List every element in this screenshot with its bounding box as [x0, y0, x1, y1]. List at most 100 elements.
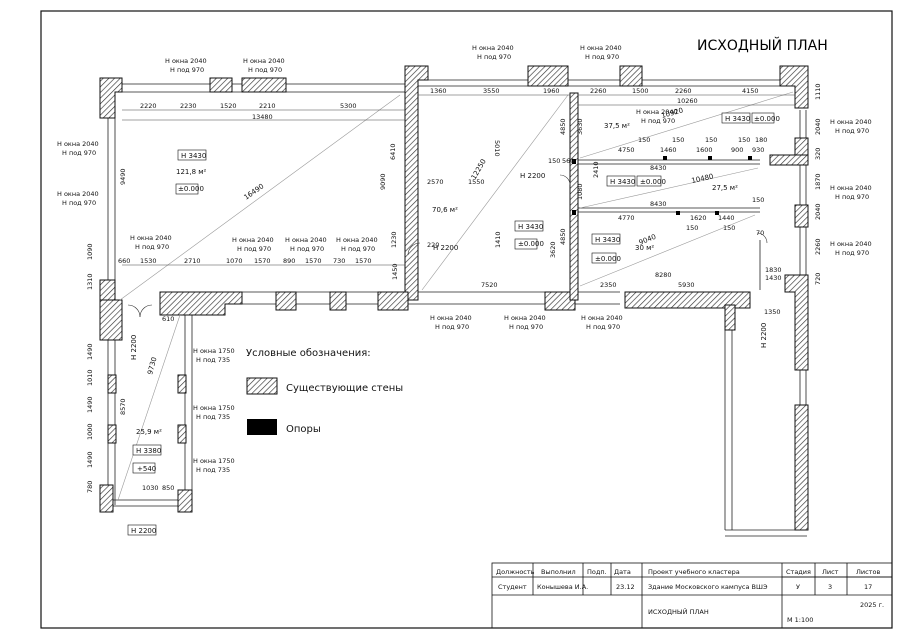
existing-walls — [99, 65, 809, 531]
label-dims-d_misc-r: 7520 — [481, 281, 498, 289]
label-dims-d_misc-aq: 1430 — [765, 274, 782, 282]
label-dims-right_top-3: 4150 — [742, 87, 759, 95]
label-windows-s1: Н под 970 — [341, 245, 375, 253]
label-dims-mid_top-2: 1960 — [543, 87, 560, 95]
label-dims-d_misc-at: 150 — [752, 196, 764, 204]
label-dims-d_misc-u: 9090 — [379, 173, 387, 190]
label-dims-d_misc-ab: 4850 — [559, 118, 567, 135]
label-windows-h1: Н окна 2040 — [636, 108, 678, 116]
label-dims-d_misc-e: 1460 — [660, 146, 677, 154]
label-dims-d_misc-a: 2570 — [427, 178, 444, 186]
label-dims-d_misc-n: 150 — [686, 224, 698, 232]
label-dims-d_misc-x: 220 — [427, 241, 439, 249]
label-stamp-h_sign: Подп. — [587, 568, 607, 576]
label-dims-d_misc-bd: 720 — [814, 273, 822, 285]
label-dims-d_misc-au: 180 — [755, 136, 767, 144]
label-dims-bottom1-7: 730 — [333, 257, 345, 265]
room-big-height: Н 3430 — [181, 152, 206, 160]
supports — [572, 156, 752, 215]
label-dims-d_misc-y: 1410 — [494, 231, 502, 248]
label-windows-s2: Н под 735 — [196, 356, 230, 364]
label-dims-mid_top-1: 3550 — [483, 87, 500, 95]
label-stamp-h_exec: Выполнил — [541, 568, 576, 576]
label-dims-right_top-0: 2260 — [590, 87, 607, 95]
label-stamp-exec: Конышева И.А. — [537, 583, 588, 591]
room-mid-door2: Н 2200 — [433, 244, 458, 252]
room-corr-diag: 10480 — [691, 172, 714, 184]
label-dims-d_misc-k: 4770 — [618, 214, 635, 222]
label-windows-h1: Н окна 2040 — [472, 44, 514, 52]
label-dims-d_misc-c: 4750 — [618, 146, 635, 154]
label-dims-d_misc-n: 150 — [723, 224, 735, 232]
room-top-area: 37,5 м² — [604, 122, 630, 130]
label-dims-d_misc-m: 1440 — [718, 214, 735, 222]
label-dims-bottom1-0: 660 — [118, 257, 130, 265]
label-stamp-sheets: 17 — [864, 583, 872, 591]
label-dims-d_misc-av: 70 — [756, 229, 764, 237]
label-windows-s2: Н под 735 — [196, 413, 230, 421]
label-windows-h1: Н окна 2040 — [580, 44, 622, 52]
room-right-door: Н 2200 — [760, 323, 768, 348]
label-dims-right_top-2: 2260 — [675, 87, 692, 95]
label-windows-s1: Н под 970 — [641, 117, 675, 125]
room-left-area: 25,9 м² — [136, 428, 162, 436]
label-dims-d_misc-bf: 610 — [162, 315, 174, 323]
label-dims-d_misc-ai: 1010 — [86, 369, 94, 386]
label-dims-d_misc-b: 1550 — [468, 178, 485, 186]
label-dims-d_misc-be: 150 — [672, 136, 684, 144]
room-mid-area: 70,6 м² — [432, 206, 458, 214]
label-dims-d_misc-p: 2350 — [600, 281, 617, 289]
legend-supports-label: Опоры — [286, 424, 321, 435]
label-dims-top_total: 13480 — [252, 113, 273, 121]
label-windows-h1: Н окна 2040 — [336, 236, 378, 244]
label-dims-d_misc-ba: 1090 — [86, 243, 94, 260]
legend-supports-swatch — [247, 419, 277, 435]
label-stamp-date: 23.12 — [616, 583, 635, 591]
label-stamp-project: Проект учебного кластера — [648, 568, 740, 576]
label-dims-d_misc-ar: 1350 — [764, 308, 781, 316]
room-lower-height: Н 3430 — [595, 236, 620, 244]
dimension-lines — [122, 94, 795, 266]
label-dims-d_misc-l: 1620 — [690, 214, 707, 222]
title-block — [491, 562, 893, 629]
room-left-height: Н 3380 — [136, 447, 161, 455]
label-stamp-sheet_no: 3 — [828, 583, 832, 591]
room-mid-height: Н 3430 — [518, 223, 543, 231]
label-windows-h1: Н окна 2040 — [830, 240, 872, 248]
label-dims-bottom1-3: 1070 — [226, 257, 243, 265]
label-windows-s1: Н под 970 — [135, 243, 169, 251]
label-dims-d_misc-i: 8430 — [650, 164, 667, 172]
room-left-door: Н 2200 — [130, 335, 138, 360]
label-dims-d_misc-ag: 850 — [162, 484, 174, 492]
label-dims-d_misc-al: 1490 — [86, 451, 94, 468]
label-dims-d_misc-d: 150 — [638, 136, 650, 144]
label-dims-d_misc-ao: 1310 — [86, 273, 94, 290]
label-dims-bottom1-8: 1570 — [355, 257, 372, 265]
label-dims-d_misc-az: 1110 — [814, 83, 822, 100]
label-dims-top1-1: 2230 — [180, 102, 197, 110]
label-dims-right_total: 10260 — [677, 97, 698, 105]
label-windows-s1: Н под 970 — [62, 199, 96, 207]
label-dims-bottom1-6: 1570 — [305, 257, 322, 265]
label-dims-d_misc-v: 1450 — [391, 263, 399, 280]
label-stamp-role: Студент — [498, 583, 527, 591]
label-windows-h1: Н окна 2040 — [57, 140, 99, 148]
label-dims-d_misc-ae: 2410 — [592, 161, 600, 178]
label-windows-s1: Н под 970 — [62, 149, 96, 157]
label-windows-h2: Н окна 1750 — [193, 457, 235, 465]
sheet-frame — [40, 10, 893, 629]
label-dims-d_misc-w: 1230 — [390, 231, 398, 248]
label-windows-s1: Н под 970 — [290, 245, 324, 253]
label-windows-h1: Н окна 2040 — [830, 118, 872, 126]
label-windows-h1: Н окна 2040 — [504, 314, 546, 322]
label-windows-s1: Н под 970 — [509, 323, 543, 331]
room-left-diag: 9730 — [146, 356, 158, 375]
legend-walls-swatch — [246, 377, 278, 395]
room-lower-area: 30 м² — [635, 244, 654, 252]
legend-heading: Условные обозначения: — [246, 348, 371, 359]
label-dims-d_misc-g: 900 — [731, 146, 743, 154]
label-dims-d_misc-at: 150 — [738, 136, 750, 144]
label-windows-h2: Н окна 1750 — [193, 347, 235, 355]
